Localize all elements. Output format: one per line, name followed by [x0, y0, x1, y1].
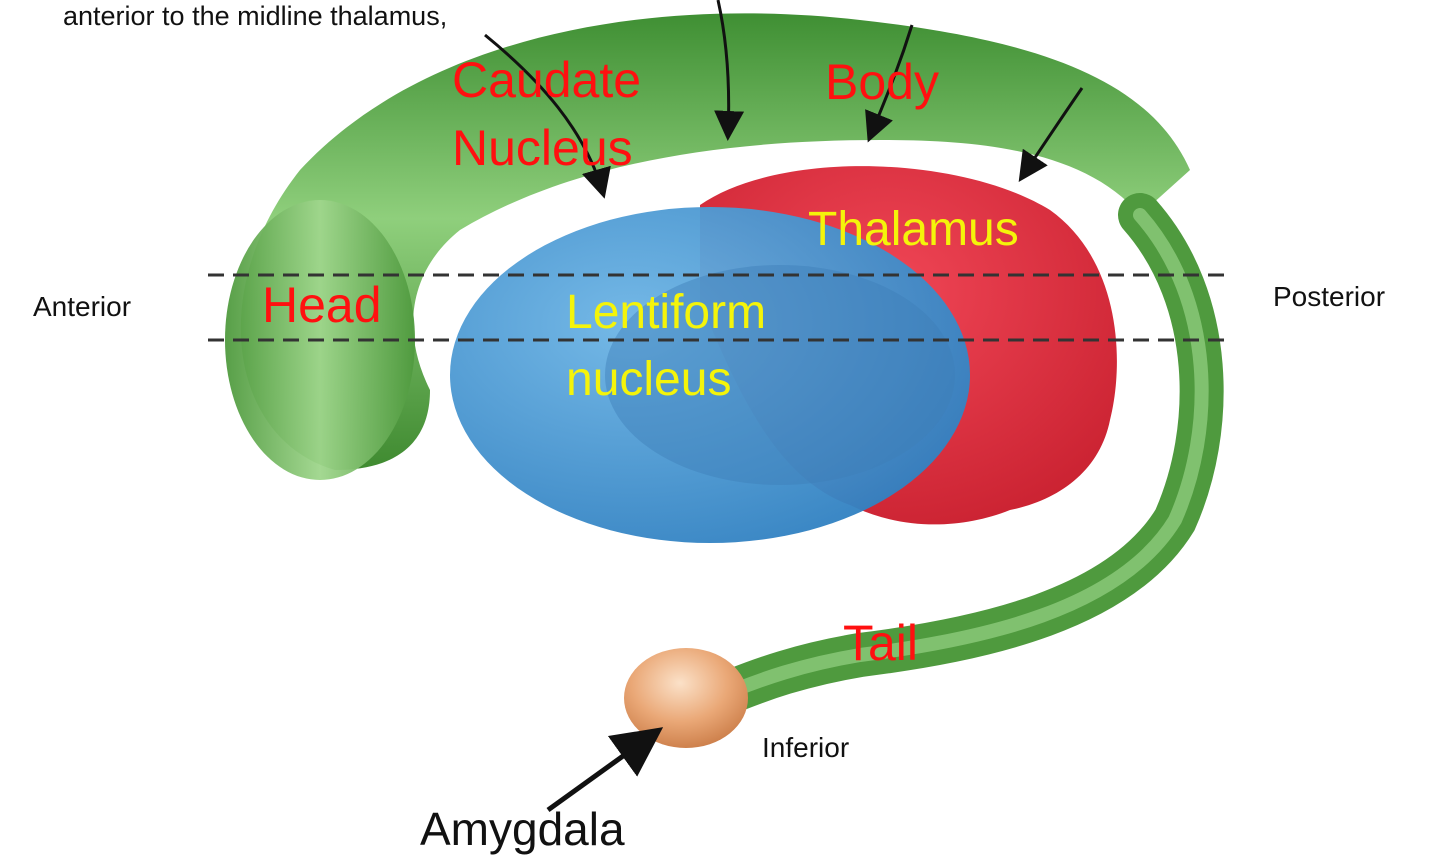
anterior-label: Anterior	[33, 291, 131, 322]
lentiform-nucleus-label: nucleus	[566, 353, 731, 406]
lentiform-nucleus-shape	[450, 207, 970, 543]
amygdala-label: Amygdala	[420, 803, 625, 855]
thalamus-label: Thalamus	[808, 203, 1019, 256]
pointer-arrow-3	[865, 24, 914, 143]
body-label: Body	[825, 54, 939, 110]
amygdala-arrow	[546, 727, 664, 813]
pointer-arrow-1	[484, 33, 611, 199]
pointer-arrow-4	[1018, 87, 1084, 182]
pointer-arrow-2	[714, 0, 745, 141]
head-label: Head	[262, 277, 382, 333]
inferior-label: Inferior	[762, 732, 849, 763]
tail-label: Tail	[843, 615, 918, 671]
amygdala-shape	[624, 648, 748, 748]
nucleus-label: Nucleus	[452, 120, 633, 176]
caudate-nucleus-body	[240, 13, 1191, 470]
caudate-tail-highlight	[728, 208, 1209, 697]
caption-text: anterior to the midline thalamus,	[63, 1, 447, 31]
posterior-label: Posterior	[1273, 281, 1385, 312]
lentiform-label: Lentiform	[566, 286, 766, 339]
lentiform-inner-shade	[605, 265, 955, 485]
caudate-label: Caudate	[452, 52, 641, 108]
